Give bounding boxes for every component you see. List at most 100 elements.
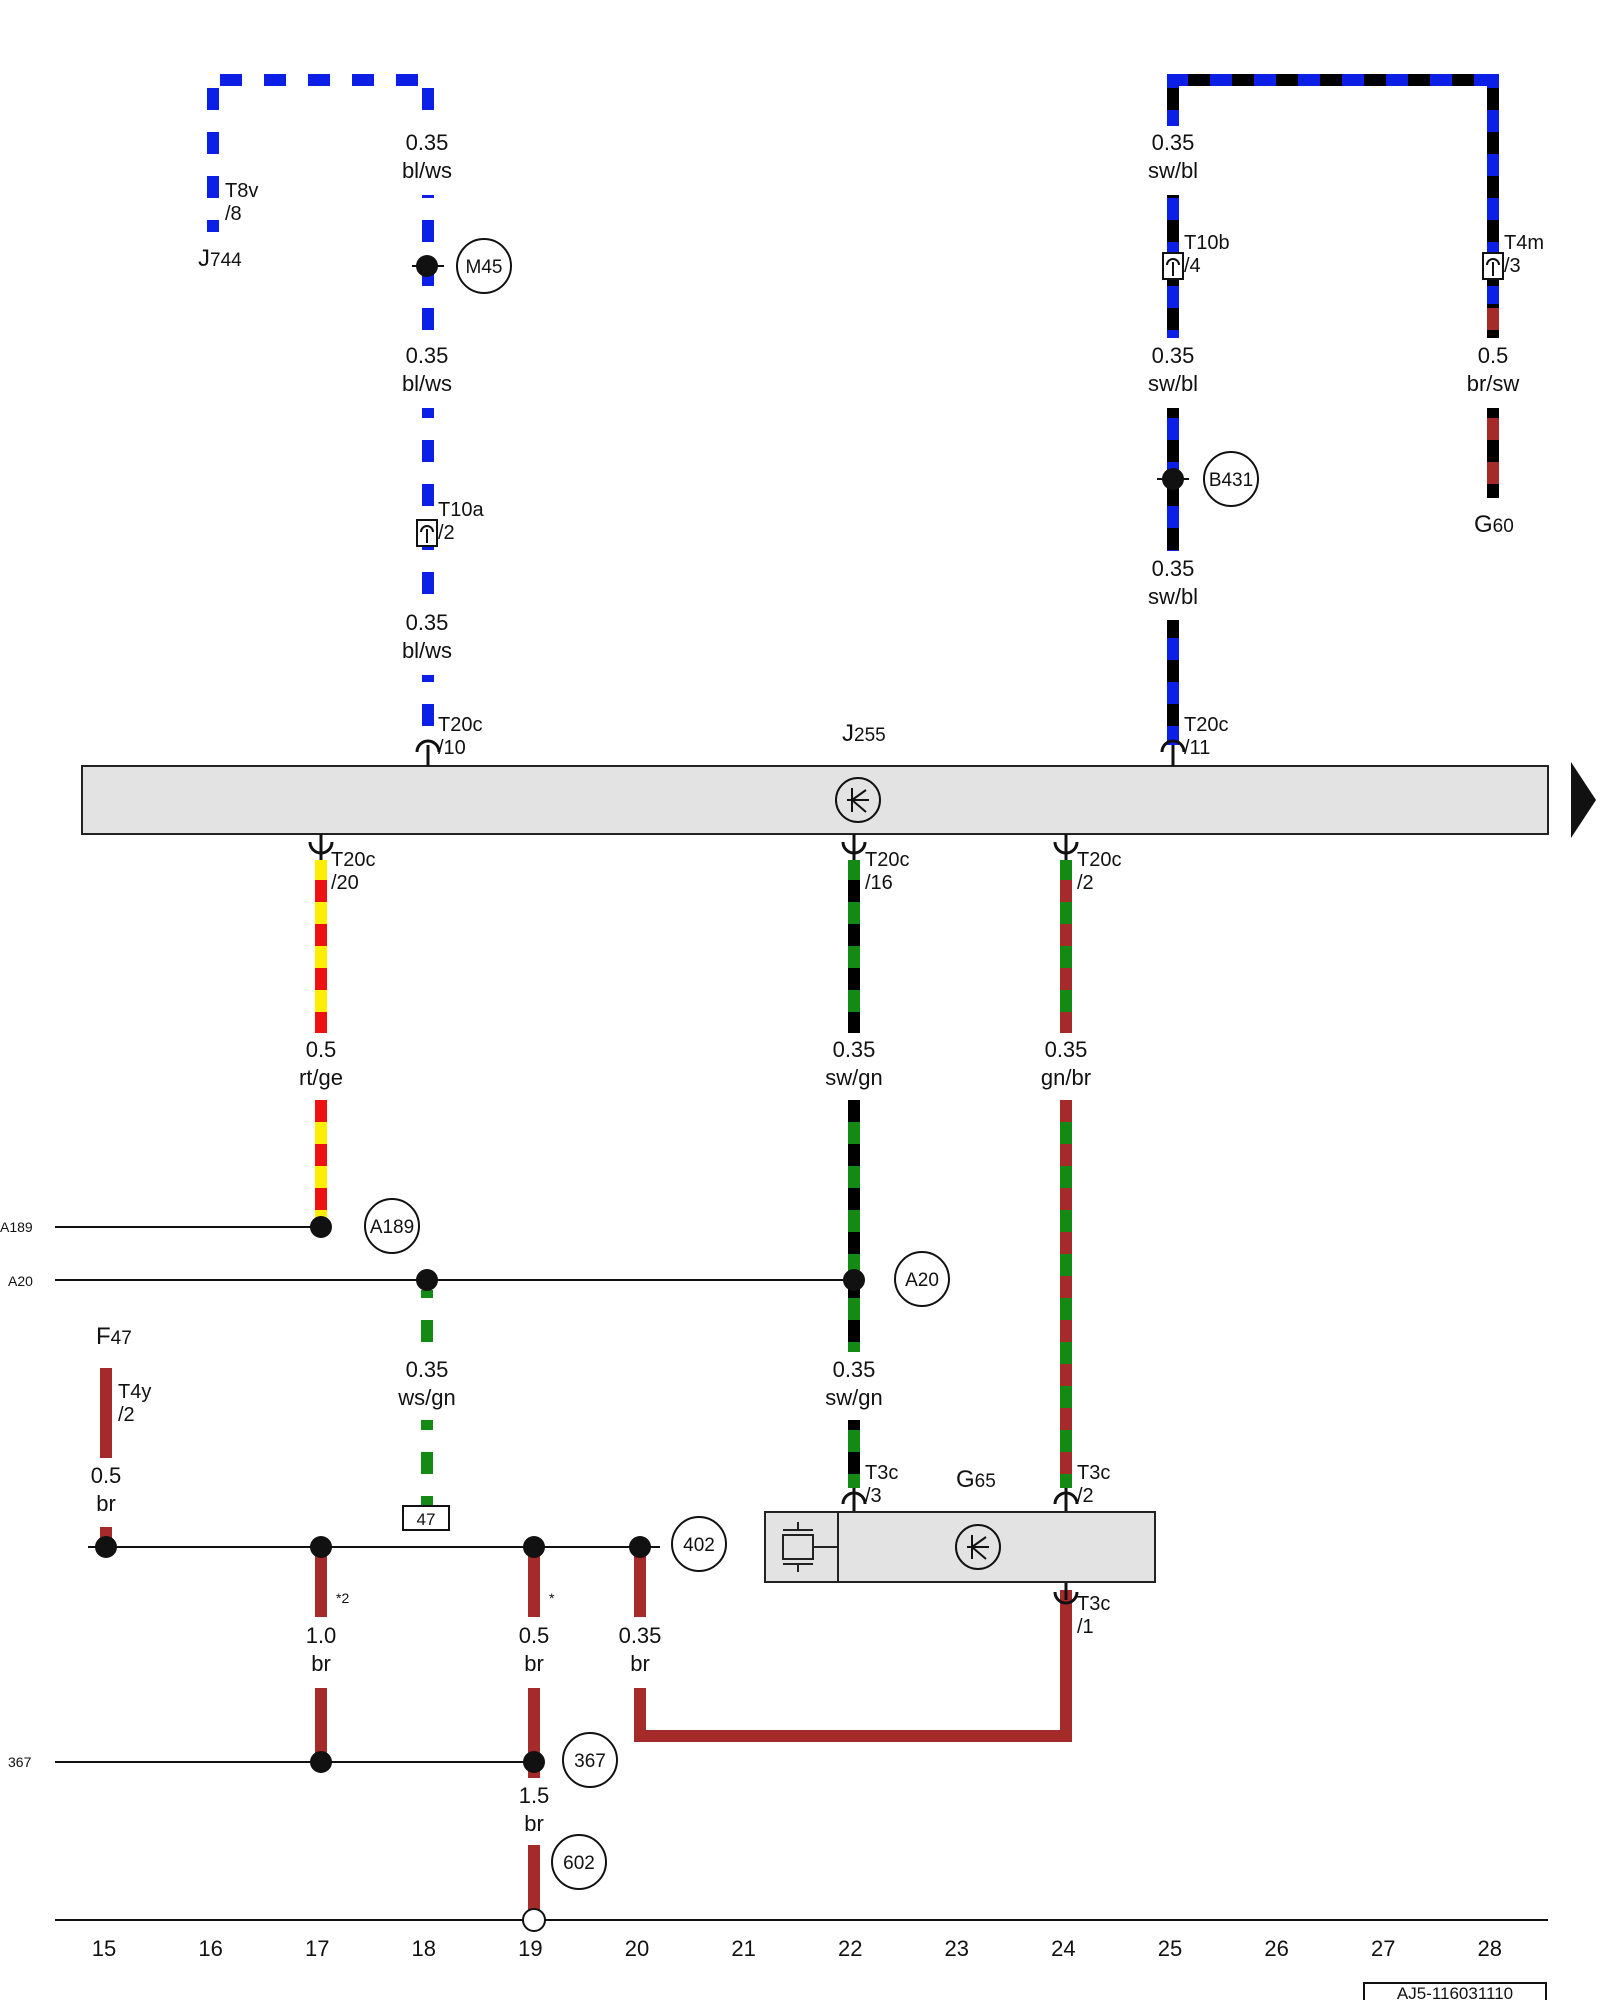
connector-t20c-11: T20c/11 — [1184, 714, 1228, 759]
left-ref-367: 367 — [8, 1754, 32, 1770]
ground-symbol — [955, 1524, 1001, 1570]
column-number: 28 — [1478, 1936, 1502, 1961]
svg-text:A189: A189 — [370, 1217, 414, 1238]
connector-t8v: T8v/8 — [225, 180, 258, 225]
component-g60: G60 — [1474, 511, 1514, 538]
column-number: 16 — [198, 1936, 222, 1961]
svg-text:47: 47 — [417, 1510, 436, 1529]
image-code: AJ5-116031110 — [1363, 1982, 1547, 2000]
column-number: 18 — [412, 1936, 436, 1961]
component-j744: J744 — [198, 245, 242, 272]
wire-segment — [528, 1547, 540, 1617]
component-g65: G65 — [956, 1466, 996, 1493]
component-f47: F47 — [96, 1323, 132, 1350]
svg-text:402: 402 — [683, 1535, 715, 1556]
wire-segment — [1060, 1590, 1072, 1742]
circled-ref-602: 602 — [551, 1834, 607, 1890]
svg-text:A20: A20 — [905, 1270, 939, 1291]
column-number: 19 — [518, 1936, 542, 1961]
wire-segment — [1487, 408, 1499, 498]
ground-point-open — [522, 1908, 546, 1932]
svg-text:B431: B431 — [1209, 470, 1253, 491]
circled-ref-a20: A20 — [894, 1251, 950, 1307]
connector-t3c-2: T3c/2 — [1077, 1462, 1110, 1507]
connector-t10b: T10b/4 — [1184, 232, 1230, 277]
pin-symbols — [308, 739, 1186, 1605]
wire-segment — [1487, 304, 1499, 338]
wire-segment — [1060, 860, 1072, 1033]
column-number: 27 — [1371, 1936, 1395, 1961]
column-number: 26 — [1264, 1936, 1288, 1961]
column-number: 22 — [838, 1936, 862, 1961]
circled-ref-m45: M45 — [456, 238, 512, 294]
circled-ref-a189: A189 — [364, 1198, 420, 1254]
column-number: 24 — [1051, 1936, 1075, 1961]
continuation-arrow — [1571, 762, 1596, 838]
connector-t20c-20: T20c/20 — [331, 849, 375, 894]
ground-symbol — [835, 777, 881, 823]
connector-t4y: T4y/2 — [118, 1381, 151, 1426]
circled-ref-367: 367 — [562, 1732, 618, 1788]
wire-segment — [1167, 74, 1179, 126]
module-j255 — [81, 765, 1549, 835]
connector-t20c-10: T20c/10 — [438, 714, 482, 759]
bus-lines — [55, 265, 1548, 1921]
brown-wires — [100, 1368, 1072, 1915]
wire-segment — [315, 1547, 327, 1617]
wire-segment — [422, 74, 434, 126]
wire-segment — [848, 860, 860, 1033]
wire-segment — [100, 1368, 112, 1458]
svg-text:AJ5-116031110: AJ5-116031110 — [1397, 1984, 1513, 2000]
column-number: 21 — [731, 1936, 755, 1961]
wire-segment — [1060, 1100, 1072, 1488]
left-ref-a189: A189 — [0, 1219, 33, 1235]
wire-bl-ws-loop — [207, 74, 434, 745]
wire-segment — [848, 1420, 860, 1488]
wire-segment — [421, 1420, 433, 1508]
circled-ref-402: 402 — [671, 1516, 727, 1572]
svg-text:602: 602 — [563, 1853, 595, 1874]
left-ref-a20: A20 — [8, 1273, 33, 1289]
wire-segment — [315, 1100, 327, 1218]
wire-segment — [207, 74, 434, 86]
wire-segment — [315, 860, 327, 1033]
wire-segment — [848, 1100, 860, 1352]
connector-t20c-16: T20c/16 — [865, 849, 909, 894]
column-number: 23 — [945, 1936, 969, 1961]
crystal-icon — [782, 1522, 838, 1572]
connector-t4m: T4m/3 — [1504, 232, 1544, 277]
column-number: 17 — [305, 1936, 329, 1961]
wire-segment — [422, 408, 434, 605]
wire-segment — [207, 74, 219, 232]
note-star2: *2 — [336, 1590, 349, 1606]
wire-segment — [634, 1688, 646, 1740]
wire-segment — [1167, 620, 1179, 745]
wire-segment — [634, 1547, 646, 1617]
wire-segment — [1487, 74, 1499, 304]
wire-segment — [315, 1688, 327, 1762]
column-number: 25 — [1158, 1936, 1182, 1961]
connector-t3c-1: T3c/1 — [1077, 1593, 1110, 1638]
wire-segment — [421, 1290, 433, 1352]
component-j255: J255 — [842, 720, 886, 747]
svg-text:M45: M45 — [466, 257, 503, 278]
connector-t3c-3: T3c/3 — [865, 1462, 898, 1507]
column-number: 15 — [92, 1936, 116, 1961]
